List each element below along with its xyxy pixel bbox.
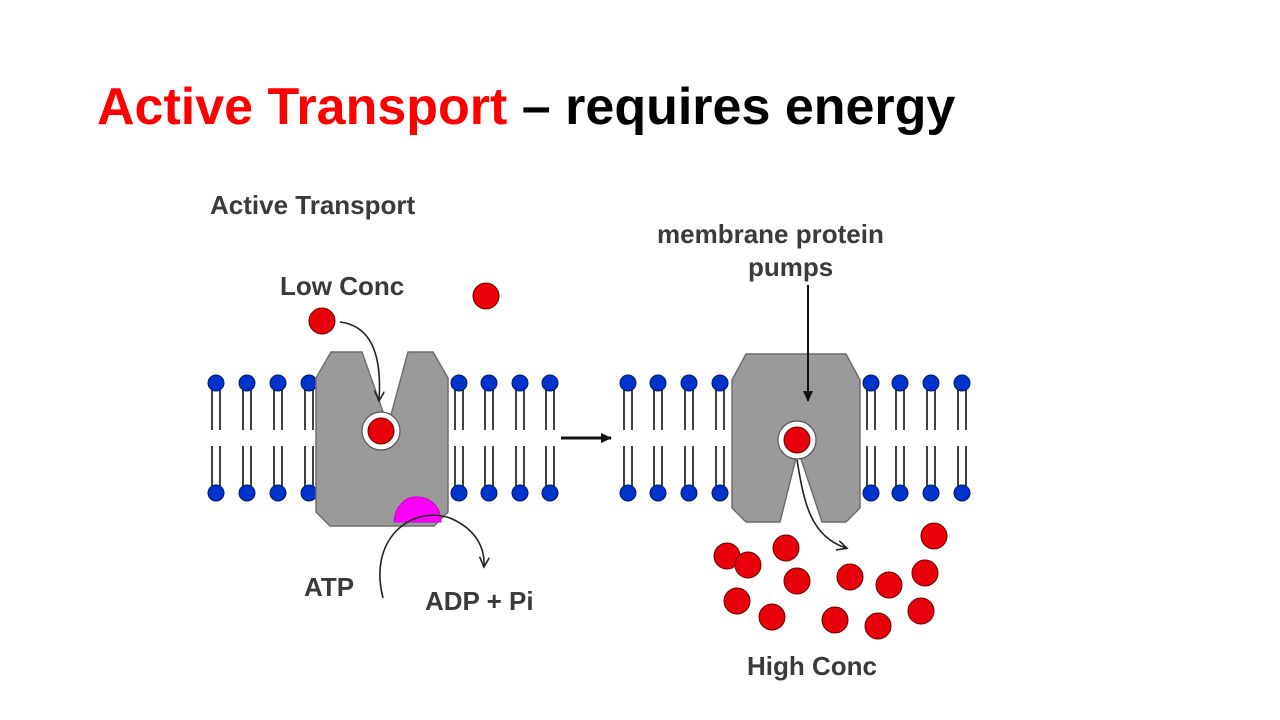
solute-molecule (758, 603, 786, 631)
title-highlight: Active Transport (97, 78, 508, 136)
solute-molecule (723, 587, 751, 615)
phospholipid-head (953, 484, 971, 502)
phospholipid-head (238, 374, 256, 392)
solute-molecule (836, 563, 864, 591)
bound-molecule-left (367, 417, 395, 445)
solute-molecule (772, 534, 800, 562)
phospholipid-head (207, 374, 225, 392)
phospholipid-head (269, 484, 287, 502)
phospholipid-head (862, 374, 880, 392)
solute-molecule (911, 559, 939, 587)
phospholipid-head (541, 374, 559, 392)
title-rest: – requires energy (507, 78, 956, 136)
phospholipid-head (207, 484, 225, 502)
phospholipid-head (511, 374, 529, 392)
phospholipid-head (711, 374, 729, 392)
phospholipid-head (711, 484, 729, 502)
phospholipid-tails (211, 389, 967, 487)
bound-molecule-right (783, 426, 811, 454)
adp-label: ADP + Pi (425, 586, 534, 616)
phospholipid-head (480, 374, 498, 392)
pump-label-line1: membrane protein (657, 219, 884, 249)
phospholipid-head (511, 484, 529, 502)
phospholipid-heads (207, 374, 971, 502)
diagram-heading: Active Transport (210, 190, 416, 220)
high-conc-label: High Conc (747, 651, 877, 681)
phospholipid-head (480, 484, 498, 502)
solute-molecule (864, 612, 892, 640)
phospholipid-head (862, 484, 880, 502)
solute-molecule (783, 567, 811, 595)
phospholipid-head (300, 374, 318, 392)
solute-molecule (875, 571, 903, 599)
phospholipid-head (619, 374, 637, 392)
phospholipid-head (619, 484, 637, 502)
slide-title: Active Transport – requires energy (97, 72, 955, 142)
phospholipid-head (953, 374, 971, 392)
phospholipid-head (891, 484, 909, 502)
phospholipid-head (450, 484, 468, 502)
solute-molecule (472, 282, 500, 310)
exit-arrow (796, 459, 846, 548)
atp-hydrolysis-arrow (379, 514, 484, 599)
solute-molecule (907, 597, 935, 625)
solute-molecule (734, 551, 762, 579)
phospholipid-head (649, 374, 667, 392)
entry-arrow (339, 321, 380, 400)
free-molecules (308, 282, 948, 640)
phospholipid-head (541, 484, 559, 502)
phospholipid-head (269, 374, 287, 392)
solute-molecule (308, 307, 336, 335)
phospholipid-head (922, 374, 940, 392)
solute-molecule (920, 522, 948, 550)
phospholipid-head (680, 374, 698, 392)
phospholipid-head (238, 484, 256, 502)
phospholipid-head (891, 374, 909, 392)
low-conc-label: Low Conc (280, 271, 404, 301)
phospholipid-head (300, 484, 318, 502)
pump-label-line2: pumps (748, 252, 833, 282)
atp-label: ATP (304, 572, 354, 602)
phospholipid-head (922, 484, 940, 502)
phospholipid-head (680, 484, 698, 502)
phospholipid-head (450, 374, 468, 392)
solute-molecule (821, 606, 849, 634)
phospholipid-head (649, 484, 667, 502)
